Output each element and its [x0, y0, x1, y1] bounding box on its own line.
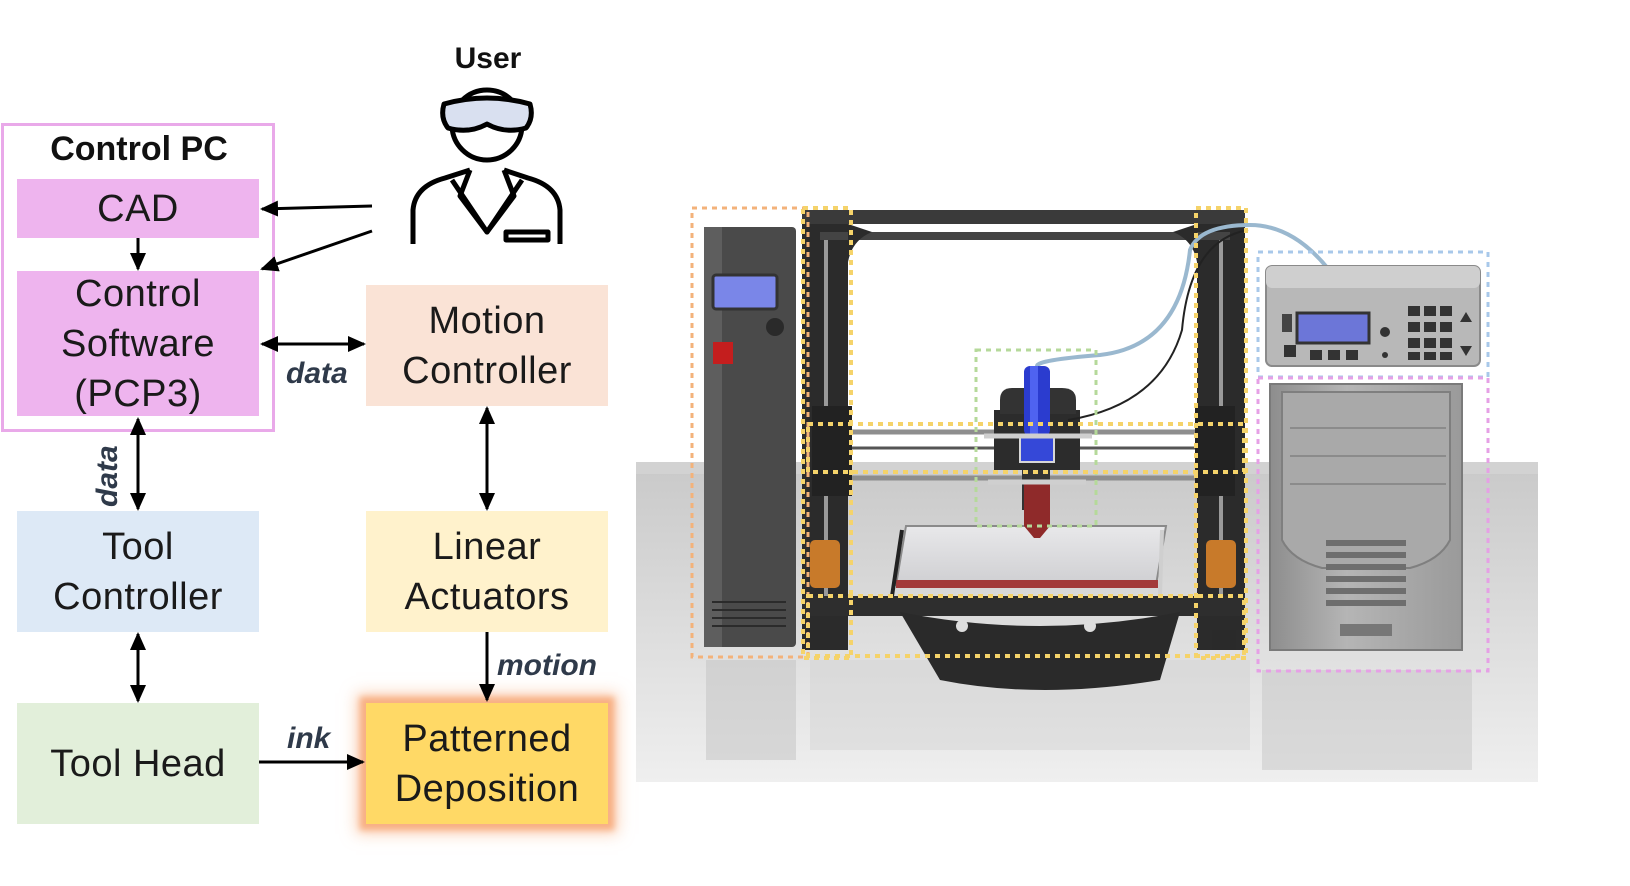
- patterned-deposition-line-2: Deposition: [394, 767, 580, 810]
- tool-head-node: Tool Head: [17, 703, 259, 824]
- patterned-deposition-node: Patterned Deposition: [366, 703, 608, 824]
- tool-controller-node: Tool Controller: [17, 511, 259, 632]
- tool-controller-line-1: Tool: [102, 525, 174, 568]
- arrow-user-to-cad: [260, 200, 373, 217]
- edge-label-data-horizontal: data: [286, 357, 348, 390]
- arrow-user-to-control-software: [260, 229, 373, 272]
- cad-node: CAD: [17, 179, 259, 238]
- motion-controller-line-2: Controller: [402, 349, 572, 392]
- control-software-line-3: (PCP3): [74, 372, 202, 415]
- linear-actuators-node: Linear Actuators: [366, 511, 608, 632]
- user-icon: [410, 87, 563, 244]
- patterned-deposition-line-1: Patterned: [402, 717, 572, 760]
- tool-controller-line-2: Controller: [53, 575, 223, 618]
- user-label: User: [454, 42, 522, 75]
- control-software-node: Control Software (PCP3): [17, 271, 259, 416]
- control-pc-title: Control PC: [50, 130, 228, 168]
- edge-label-ink: ink: [287, 722, 331, 755]
- printer-photo: [636, 206, 1538, 782]
- control-software-line-2: Software: [61, 322, 215, 365]
- linear-actuators-line-2: Actuators: [404, 575, 570, 618]
- motion-controller-line-1: Motion: [428, 299, 546, 342]
- edge-label-motion: motion: [497, 649, 597, 682]
- cad-label: CAD: [97, 187, 179, 230]
- control-software-line-1: Control: [75, 272, 201, 315]
- tool-head-label: Tool Head: [50, 742, 226, 785]
- motion-controller-node: Motion Controller: [366, 285, 608, 406]
- linear-actuators-line-1: Linear: [432, 525, 542, 568]
